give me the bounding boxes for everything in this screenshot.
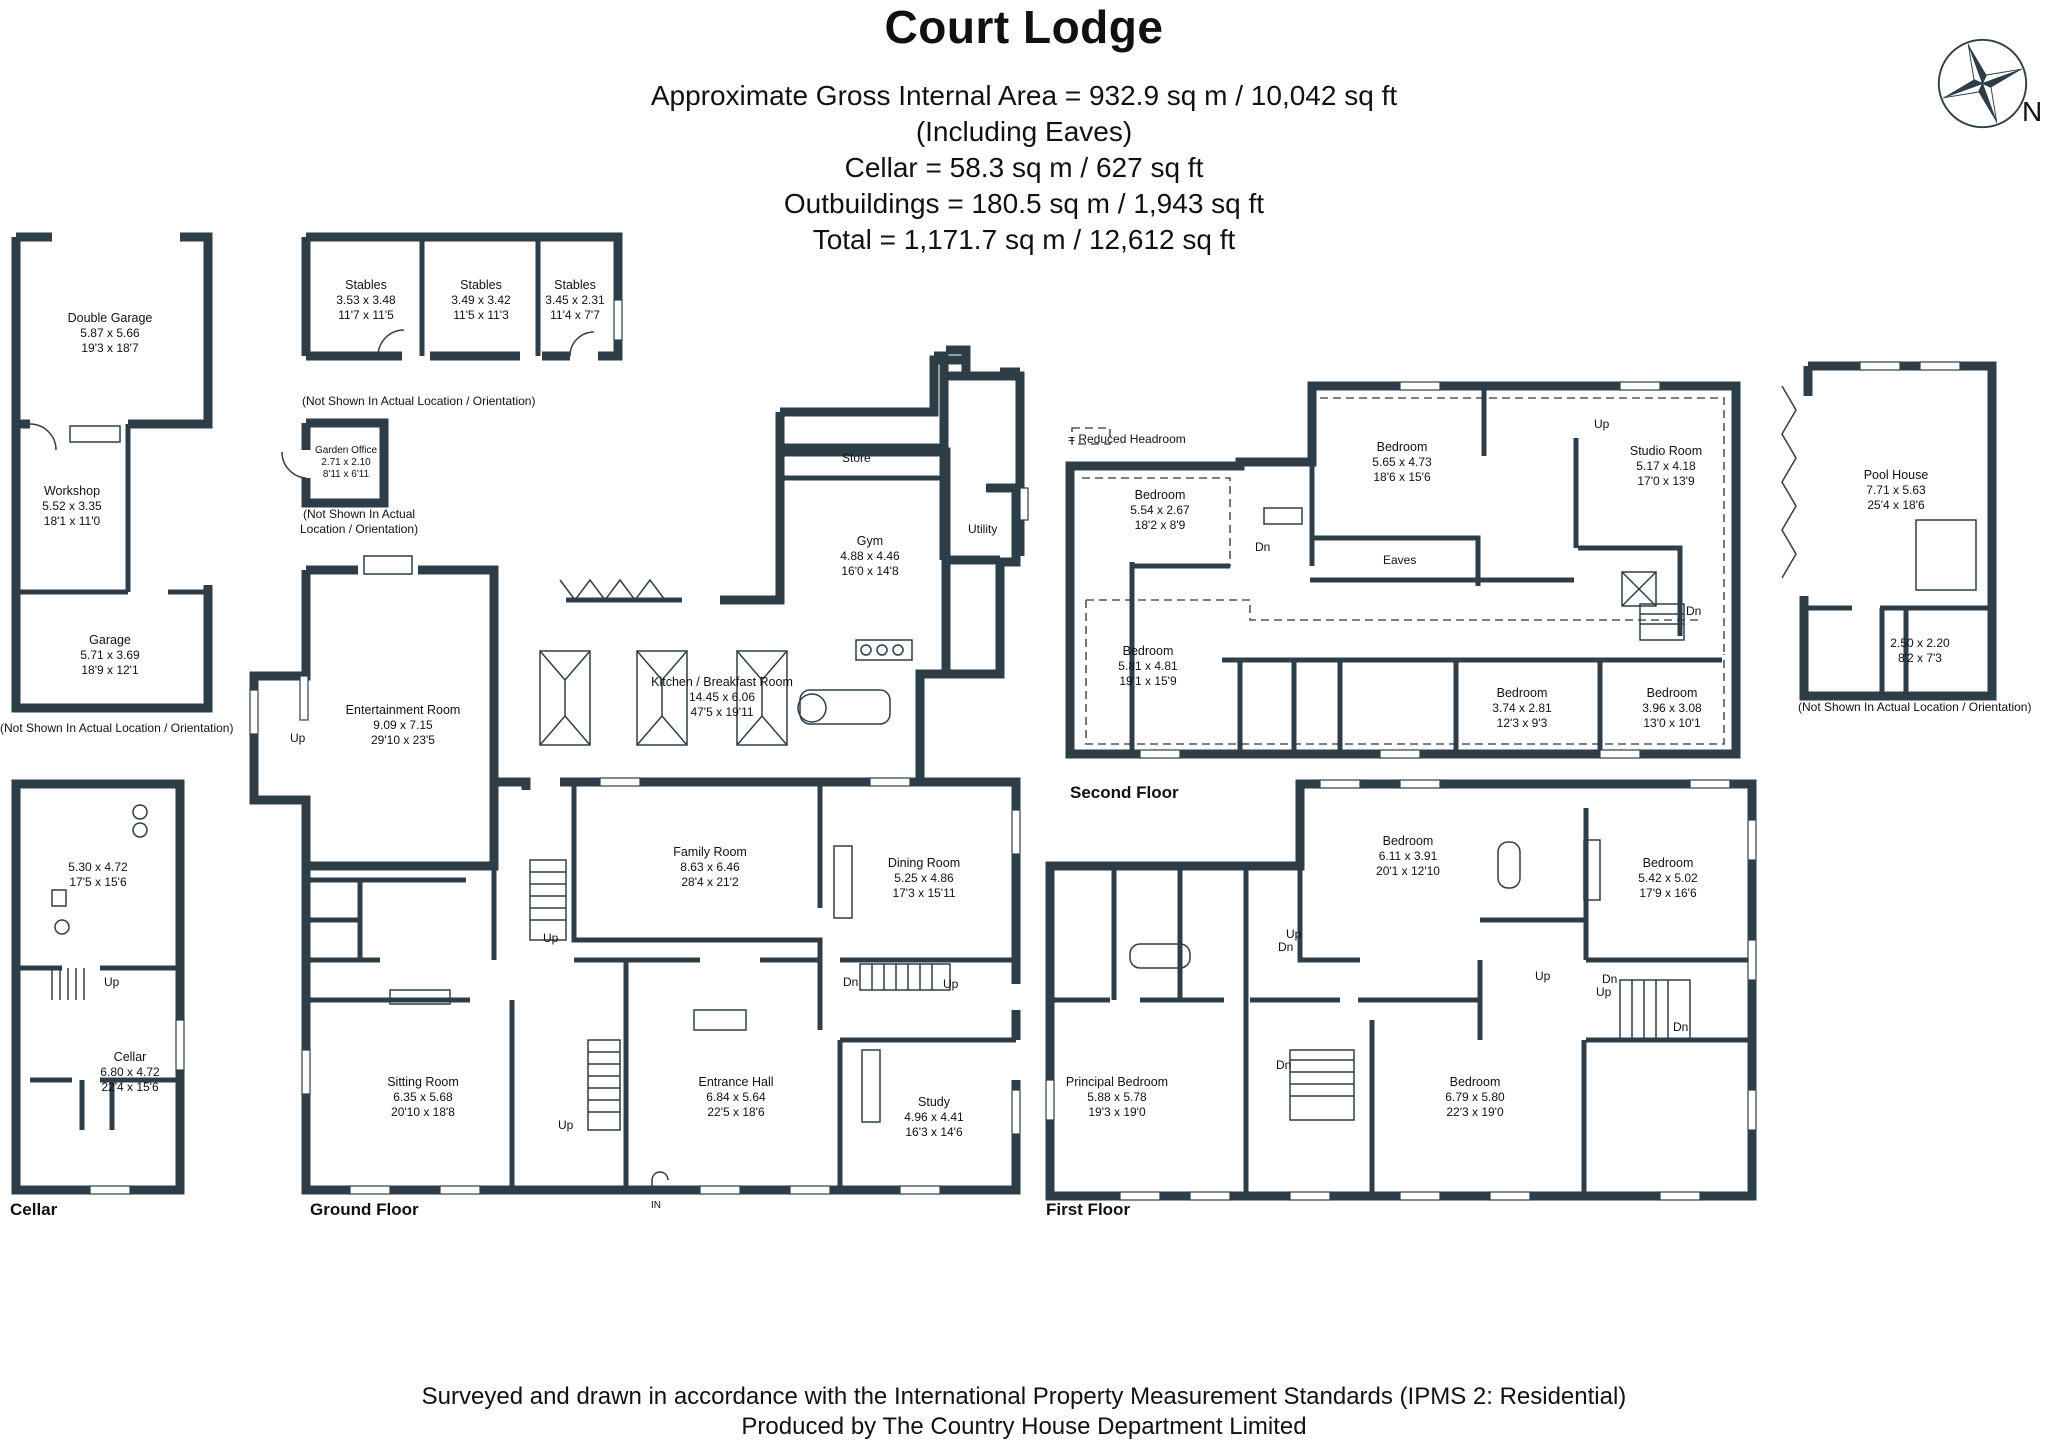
footer-producer: Produced by The Country House Department…: [741, 1413, 1307, 1440]
first-stair-down-4: Dn: [1673, 1020, 1689, 1034]
second-floor-label: Second Floor: [1070, 783, 1179, 802]
dining-room-label: Dining Room 5.25 x 4.86 17'3 x 15'11: [887, 856, 961, 900]
stables-1-label: Stables 3.53 x 3.48 11'7 x 11'5: [336, 278, 396, 322]
cellar-area: Cellar = 58.3 sq m / 627 sq ft: [844, 152, 1204, 183]
double-garage-label: Double Garage 5.87 x 5.66 19'3 x 18'7: [67, 311, 153, 355]
entrance-hall-label: Entrance Hall 6.84 x 5.64 22'5 x 18'6: [698, 1075, 774, 1119]
entertainment-stair-up: Up: [290, 731, 306, 745]
second-floor-bedroom-a-label: Bedroom 5.54 x 2.67 18'2 x 8'9: [1130, 488, 1190, 532]
second-floor-bedroom-d-label: Bedroom 3.74 x 2.81 12'3 x 9'3: [1492, 686, 1552, 730]
entertainment-room-label: Entertainment Room 9.09 x 7.15 29'10 x 2…: [345, 703, 461, 747]
page-title: Court Lodge: [884, 1, 1164, 53]
workshop-label: Workshop 5.52 x 3.35 18'1 x 11'0: [42, 484, 102, 528]
pool-house-not-shown-note: (Not Shown In Actual Location / Orientat…: [1798, 700, 2032, 714]
stables-2-label: Stables 3.49 x 3.42 11'5 x 11'3: [451, 278, 511, 322]
cellar-stair-up: Up: [104, 975, 120, 989]
first-stair-down-2: Dn: [1278, 940, 1294, 954]
study-label: Study 4.96 x 4.41 16'3 x 14'6: [904, 1095, 964, 1139]
ground-stair-up-1: Up: [543, 931, 559, 945]
compass-north-label: N: [2022, 96, 2043, 127]
gross-internal-area: Approximate Gross Internal Area = 932.9 …: [650, 80, 1398, 111]
area-summary: Approximate Gross Internal Area = 932.9 …: [0, 78, 2048, 258]
cellar-room-label: 5.30 x 4.72 17'5 x 15'6: [68, 860, 128, 889]
first-floor-bedroom-a-label: Bedroom 6.11 x 3.91 20'1 x 12'10: [1376, 834, 1440, 878]
garden-office-outbuilding: [281, 418, 389, 508]
store-label: Store: [842, 451, 871, 465]
footer-ipms-note: Surveyed and drawn in accordance with th…: [421, 1383, 1627, 1410]
family-room-label: Family Room 8.63 x 6.46 28'4 x 21'2: [673, 845, 747, 889]
studio-room-label: Studio Room 5.17 x 4.18 17'0 x 13'9: [1629, 444, 1703, 488]
second-floor-bedroom-c-label: Bedroom 5.81 x 4.81 19'1 x 15'9: [1118, 644, 1178, 688]
garage-outbuilding: [11, 232, 213, 713]
kitchen-breakfast-room-label: Kitchen / Breakfast Room 14.45 x 6.06 47…: [651, 675, 793, 719]
ground-stair-down: Dn: [843, 975, 859, 989]
principal-bedroom-label: Principal Bedroom 5.88 x 5.78 19'3 x 19'…: [1065, 1075, 1169, 1119]
first-stair-up-1: Up: [1286, 927, 1302, 941]
first-stair-down-3: Dn: [1602, 972, 1618, 986]
garage-label: Garage 5.71 x 3.69 18'9 x 12'1: [80, 633, 140, 677]
eaves-label: Eaves: [1383, 553, 1417, 567]
ground-floor-label: Ground Floor: [310, 1200, 419, 1219]
footer: Surveyed and drawn in accordance with th…: [0, 1382, 2048, 1442]
sitting-room-label: Sitting Room 6.35 x 5.68 20'10 x 18'8: [387, 1075, 459, 1119]
second-stair-down-1: Dn: [1255, 540, 1271, 554]
second-stair-up: Up: [1594, 417, 1610, 431]
stables-3-label: Stables 3.45 x 2.31 11'4 x 7'7: [545, 278, 605, 322]
first-floor: [1045, 779, 1757, 1201]
garden-office-not-shown-note: (Not Shown In Actual Location / Orientat…: [300, 507, 419, 536]
garden-office-label: Garden Office 2.71 x 2.10 8'11 x 6'11: [314, 445, 378, 480]
first-stair-up-2: Up: [1535, 969, 1551, 983]
first-floor-bedroom-c-label: Bedroom 6.79 x 5.80 22'3 x 19'0: [1445, 1075, 1505, 1119]
second-stair-down-2: Dn: [1686, 604, 1702, 618]
first-stair-down-1: Dn: [1276, 1058, 1292, 1072]
second-floor-bedroom-e-label: Bedroom 3.96 x 3.08 13'0 x 10'1: [1642, 686, 1702, 730]
including-eaves-note: (Including Eaves): [915, 116, 1133, 147]
first-stair-up-3: Up: [1596, 985, 1612, 999]
ground-stair-up-3: Up: [943, 977, 959, 991]
pool-house-label: Pool House 7.71 x 5.63 25'4 x 18'6: [1863, 468, 1929, 512]
cellar-label: Cellar 6.80 x 4.72 22'4 x 15'6: [100, 1050, 160, 1094]
ground-floor: [249, 345, 1029, 1195]
utility-label: Utility: [968, 522, 998, 536]
first-floor-bedroom-b-label: Bedroom 5.42 x 5.02 17'9 x 16'6: [1638, 856, 1698, 900]
entrance-in-marker: IN: [651, 1200, 661, 1211]
outbuildings-area: Outbuildings = 180.5 sq m / 1,943 sq ft: [783, 188, 1265, 219]
compass-rose-icon: [1937, 38, 2028, 129]
pool-house-small-room-label: 2.50 x 2.20 8'2 x 7'3: [1890, 636, 1950, 665]
second-floor-bedroom-b-label: Bedroom 5.65 x 4.73 18'6 x 15'6: [1372, 440, 1432, 484]
stables-not-shown-note: (Not Shown In Actual Location / Orientat…: [302, 394, 536, 408]
gym-label: Gym 4.88 x 4.46 16'0 x 14'8: [840, 534, 900, 578]
stables-outbuilding: [301, 232, 623, 361]
pool-house-outbuilding: [1781, 361, 1997, 701]
cellar-floor: [11, 779, 185, 1195]
total-area: Total = 1,171.7 sq m / 12,612 sq ft: [812, 224, 1236, 255]
cellar-floor-label: Cellar: [10, 1200, 58, 1219]
ground-stair-up-2: Up: [558, 1118, 574, 1132]
second-floor: [1065, 381, 1741, 759]
reduced-headroom-legend: = Reduced Headroom: [1068, 432, 1186, 446]
garage-not-shown-note: (Not Shown In Actual Location / Orientat…: [0, 721, 234, 735]
first-floor-label: First Floor: [1046, 1200, 1131, 1219]
